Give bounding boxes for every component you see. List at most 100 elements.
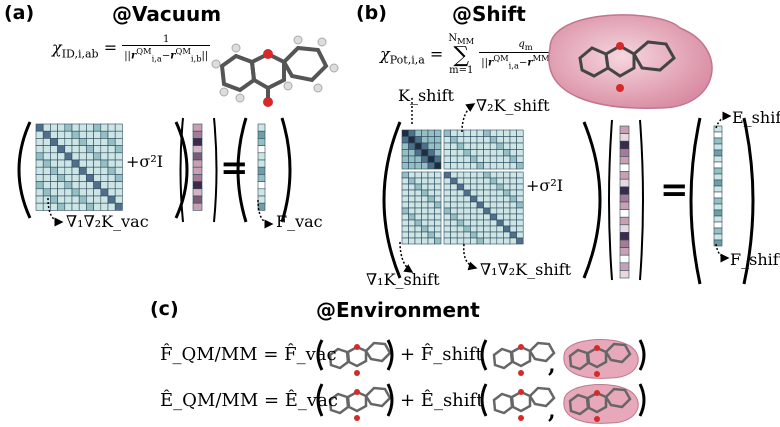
matrix-cell (421, 129, 429, 137)
matrix-cell (35, 123, 44, 132)
matrix-cell (450, 177, 458, 185)
matrix-cell (470, 171, 478, 179)
matrix-cell (71, 152, 80, 161)
matrix-cell (408, 189, 416, 197)
matrix-cell (496, 171, 504, 179)
vector-cell (619, 216, 630, 226)
matrix-cell (463, 231, 471, 239)
matrix-cell (93, 123, 102, 132)
matrix-cell (42, 130, 51, 139)
matrix-cell (414, 149, 422, 157)
matrix-cell (516, 162, 524, 170)
vector-cell (257, 130, 266, 139)
environment-molecules (328, 339, 639, 424)
matrix-cell (401, 189, 409, 197)
matrix-cell (456, 195, 465, 203)
vector-cell (619, 262, 630, 271)
matrix-cell (509, 171, 517, 179)
matrix-cell (434, 201, 442, 209)
matrix-cell (93, 159, 102, 168)
matrix-cell (86, 202, 94, 211)
matrix-cell (483, 237, 491, 245)
matrix-cell (516, 149, 524, 157)
matrix-cell (86, 174, 94, 182)
matrix-cell (509, 142, 517, 150)
matrix-cell (443, 162, 451, 170)
matrix-cell (57, 152, 66, 161)
matrix-cell (408, 162, 416, 170)
vector-cell (713, 179, 723, 187)
vector-cell (192, 202, 203, 211)
matrix-cell (450, 219, 458, 227)
sigma-label-b: +σ²I (526, 176, 564, 195)
matrix-cell (503, 129, 511, 137)
matrix-cell (483, 155, 491, 163)
matrix-cell (408, 201, 416, 209)
vector-cell (619, 254, 630, 264)
vector-cell (192, 166, 203, 175)
matrix-cell (93, 202, 102, 211)
matrix-cell (476, 219, 484, 227)
matrix-cell (414, 155, 422, 163)
matrix-cell (503, 237, 511, 245)
vector-cell (619, 133, 630, 142)
matrix-cell (489, 155, 498, 163)
matrix-cell (401, 237, 409, 245)
matrix-cell (427, 149, 435, 157)
matrix-cell (100, 181, 109, 190)
matrix-cell (71, 188, 80, 197)
matrix-cell (50, 174, 58, 182)
matrix-cell (50, 202, 58, 211)
matrix-cell (421, 155, 429, 163)
matrix-cell (71, 130, 80, 139)
matrix-cell (107, 174, 116, 182)
matrix-cell (50, 123, 58, 132)
matrix-cell (35, 188, 44, 197)
matrix-cell (496, 231, 504, 239)
vector-cell (713, 191, 723, 199)
vector-cell (192, 159, 203, 168)
panel-a-title: @Vacuum (112, 2, 222, 26)
matrix-cell (408, 195, 416, 203)
matrix-cell (443, 155, 451, 163)
matrix-cell (516, 183, 524, 191)
matrix-cell (463, 189, 471, 197)
matrix-cell (64, 202, 73, 211)
vector-cell (713, 143, 723, 151)
vector-e-f-shift (713, 125, 723, 247)
vector-cell (619, 156, 630, 165)
matrix-cell (401, 207, 409, 215)
env-row1-plus: + F̂_shift (400, 344, 483, 365)
matrix-cell (496, 149, 504, 157)
matrix-cell (463, 183, 471, 191)
matrix-cell (450, 171, 458, 179)
matrix-cell (401, 171, 409, 179)
matrix-cell (463, 155, 471, 163)
matrix-cell (503, 213, 511, 221)
matrix-cell (401, 195, 409, 203)
matrix-cell (483, 225, 491, 233)
matrix-cell (516, 129, 524, 137)
env-row2-plus: + Ê_shift (400, 390, 484, 411)
vector-cell (192, 138, 203, 146)
matrix-cell (78, 159, 87, 168)
matrix-cell (93, 195, 102, 204)
vector-cell (257, 195, 266, 204)
matrix-cell (496, 195, 504, 203)
matrix-cell (86, 138, 94, 146)
matrix-cell (408, 213, 416, 221)
matrix-cell (100, 145, 109, 154)
matrix-cell (483, 142, 491, 150)
matrix-cell (414, 195, 422, 203)
vector-cell (619, 270, 630, 279)
matrix-cell (107, 195, 116, 204)
matrix-cell (42, 188, 51, 197)
vector-cell (619, 201, 630, 210)
matrix-cell (483, 171, 491, 179)
vector-cell (619, 194, 630, 203)
matrix-cell (100, 166, 109, 175)
matrix-cell (476, 189, 484, 197)
matrix-cell (503, 189, 511, 197)
matrix-cell (78, 130, 87, 139)
matrix-cell (421, 162, 429, 170)
